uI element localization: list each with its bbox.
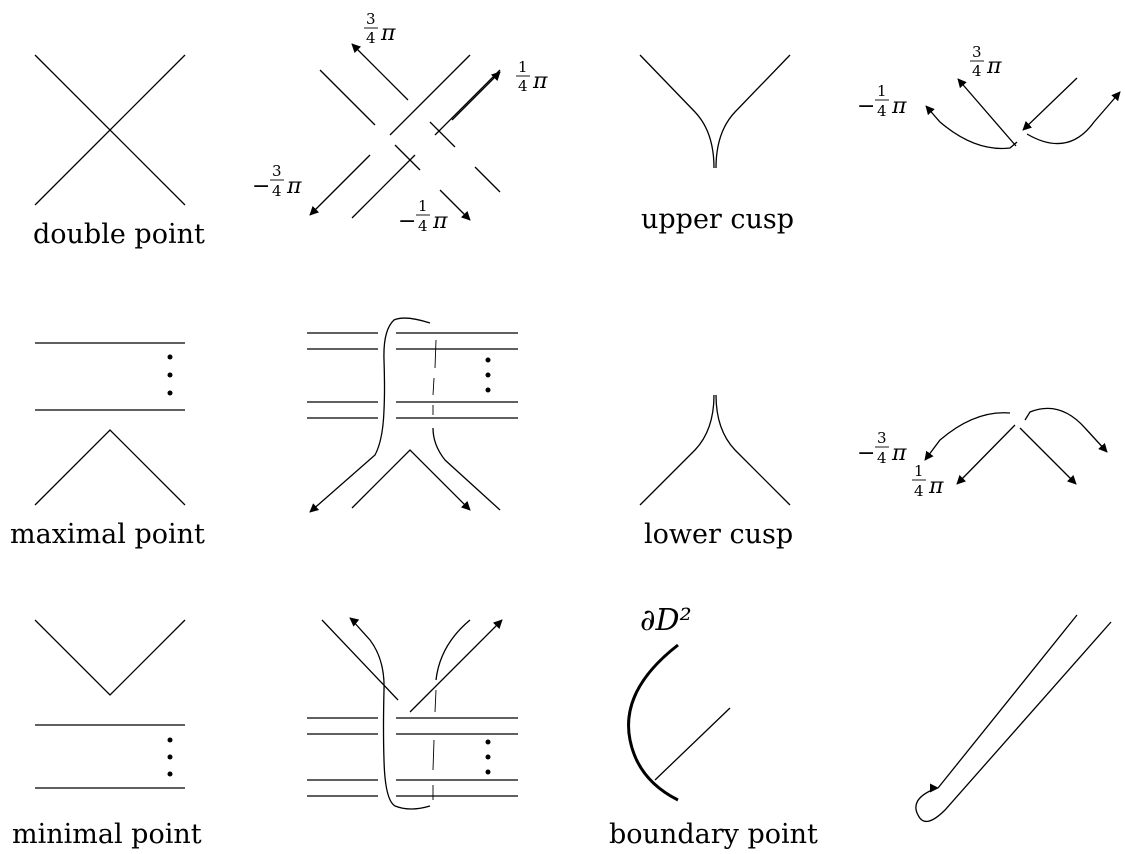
boundary-point-lift-figure xyxy=(915,614,1112,822)
svg-text:−: − xyxy=(857,94,875,119)
svg-text:−: − xyxy=(857,441,875,466)
minimal-point-label: minimal point xyxy=(12,819,202,850)
double-point-figure xyxy=(34,54,186,206)
svg-text:3: 3 xyxy=(972,43,982,61)
svg-text:4: 4 xyxy=(366,29,376,47)
boundary-point-figure xyxy=(627,643,731,802)
upper-cusp-label: upper cusp xyxy=(641,204,794,235)
svg-text:4: 4 xyxy=(972,62,982,80)
angle-label-neg-three-quarter-pi: − 3 4 π xyxy=(252,162,302,200)
svg-text:4: 4 xyxy=(877,102,887,120)
svg-text:1: 1 xyxy=(914,462,924,480)
svg-text:4: 4 xyxy=(914,482,924,500)
svg-text:4: 4 xyxy=(877,449,887,467)
lower-cusp-lift-figure xyxy=(924,407,1108,485)
svg-text:3: 3 xyxy=(366,10,376,28)
svg-text:4: 4 xyxy=(518,77,528,95)
angle-label-three-quarter-pi-cusp: 3 4 π xyxy=(970,43,1002,80)
svg-text:1: 1 xyxy=(418,197,428,215)
angle-label-three-quarter-pi: 3 4 π xyxy=(364,10,396,47)
lower-cusp-label: lower cusp xyxy=(644,519,793,550)
svg-text:1: 1 xyxy=(518,58,528,76)
maximal-point-lift-figure xyxy=(307,317,518,513)
maximal-point-figure xyxy=(34,342,186,506)
upper-cusp-figure xyxy=(639,54,791,169)
svg-text:π: π xyxy=(986,54,1002,79)
svg-text:−: − xyxy=(252,174,270,199)
svg-text:3: 3 xyxy=(877,429,887,447)
angle-label-neg-one-quarter-pi-cusp: − 1 4 π xyxy=(857,82,907,120)
minimal-point-figure xyxy=(34,619,186,789)
svg-text:4: 4 xyxy=(418,217,428,235)
svg-text:−: − xyxy=(398,209,416,234)
svg-text:π: π xyxy=(432,209,448,234)
minimal-point-lift-figure xyxy=(307,617,518,810)
svg-text:3: 3 xyxy=(272,162,282,180)
angle-label-neg-three-quarter-pi-cusp: − 3 4 π xyxy=(857,429,907,467)
svg-text:π: π xyxy=(380,21,396,46)
svg-text:π: π xyxy=(928,474,944,499)
boundary-disk-label: ∂D² xyxy=(640,603,692,638)
angle-label-neg-one-quarter-pi: − 1 4 π xyxy=(398,197,448,235)
svg-text:1: 1 xyxy=(877,82,887,100)
maximal-point-label: maximal point xyxy=(10,519,205,550)
boundary-point-label: boundary point xyxy=(609,819,818,850)
double-point-label: double point xyxy=(33,219,205,250)
svg-text:4: 4 xyxy=(272,182,282,200)
svg-text:π: π xyxy=(286,174,302,199)
angle-label-one-quarter-pi: 1 4 π xyxy=(516,58,548,95)
double-point-lift-figure xyxy=(309,43,501,221)
upper-cusp-lift-figure xyxy=(925,77,1121,150)
angle-label-one-quarter-pi-cusp: 1 4 π xyxy=(912,462,944,500)
svg-text:π: π xyxy=(532,69,548,94)
svg-text:π: π xyxy=(891,441,907,466)
svg-text:π: π xyxy=(891,94,907,119)
lower-cusp-figure xyxy=(639,394,791,506)
